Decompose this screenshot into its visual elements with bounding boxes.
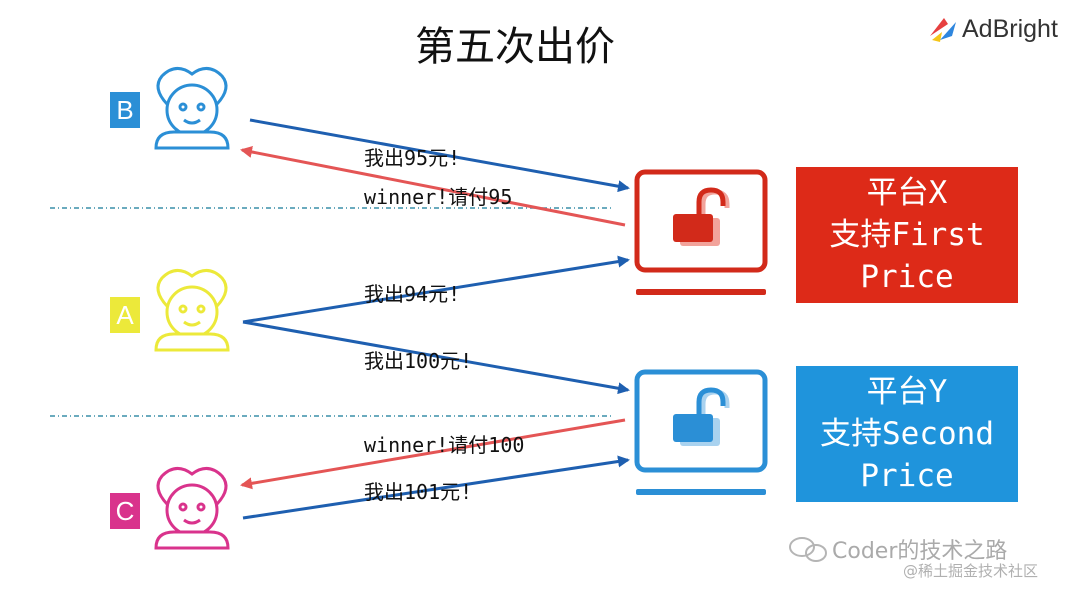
- platform-y-monitor-icon: [634, 369, 768, 495]
- page-title: 第五次出价: [415, 24, 615, 70]
- arrow-b-bid: [249, 118, 630, 193]
- bidder-a-avatar: [154, 269, 230, 352]
- label-c-bid: 我出101元!: [364, 480, 473, 504]
- logo-text: AdBright: [962, 14, 1058, 43]
- arrow-a-bid-y: [242, 320, 630, 395]
- platform-x-support: 支持First: [829, 217, 985, 253]
- watermark-account: Coder的技术之路: [832, 539, 1008, 564]
- unlock-icon-x: [673, 187, 730, 246]
- label-a-bid-y: 我出100元!: [364, 349, 473, 373]
- unlock-icon-y: [673, 387, 730, 446]
- bidder-b-avatar: [154, 67, 230, 150]
- platform-y-box: 平台Y 支持Second Price: [796, 366, 1018, 502]
- platform-x-price: Price: [860, 259, 954, 295]
- arrow-c-win: [240, 418, 626, 490]
- adbright-logo-icon: [930, 18, 956, 42]
- platform-y-support: 支持Second: [820, 416, 994, 452]
- bidder-badge-c: C: [110, 493, 140, 529]
- arrow-a-bid-x: [242, 255, 630, 324]
- label-b-win: winner!请付95: [364, 185, 513, 209]
- wechat-icon: [789, 537, 827, 562]
- bidder-badge-a: A: [110, 297, 140, 333]
- bidder-badge-b: B: [110, 92, 140, 128]
- watermark-community: @稀土掘金技术社区: [903, 562, 1039, 580]
- platform-y-name: 平台Y: [866, 374, 948, 410]
- label-c-win: winner!请付100: [364, 433, 525, 457]
- arrow-b-win: [240, 146, 626, 227]
- label-a-bid-x: 我出94元!: [364, 282, 461, 306]
- arrow-c-bid: [242, 455, 630, 520]
- label-b-bid: 我出95元!: [364, 146, 461, 170]
- platform-x-monitor-icon: [634, 169, 768, 295]
- adbright-logo: AdBright: [928, 12, 1058, 46]
- platform-y-price: Price: [860, 458, 954, 494]
- platform-x-name: 平台X: [866, 175, 948, 211]
- bidder-c-avatar: [154, 467, 230, 550]
- platform-x-box: 平台X 支持First Price: [796, 167, 1018, 303]
